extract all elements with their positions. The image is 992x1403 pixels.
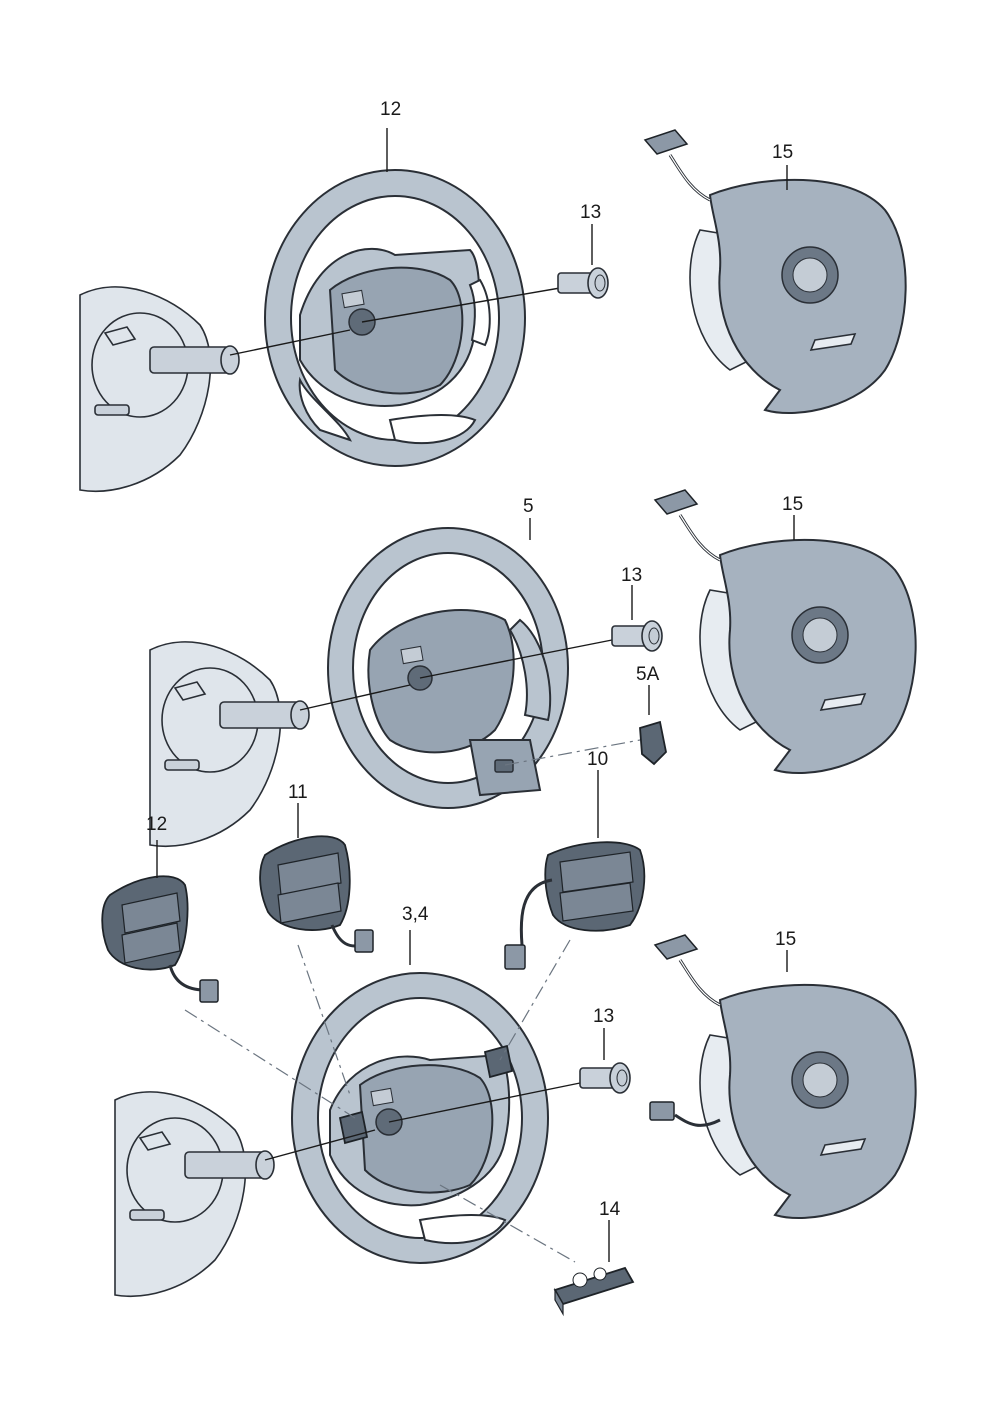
axis-line-bottom <box>264 1129 376 1161</box>
switch-unit-14 <box>553 1266 635 1317</box>
steering-column-top <box>79 286 240 493</box>
bolt-13-mid <box>611 620 663 652</box>
axis-line-mid <box>299 684 411 711</box>
callout-5-wheel: 5 <box>523 496 534 517</box>
airbag-connector-bottom <box>649 1101 675 1121</box>
callout-13-bottom: 13 <box>593 1006 615 1027</box>
bolt-13-bottom <box>579 1062 631 1094</box>
airbag-15-bottom <box>653 933 918 1220</box>
dash-switch-14 <box>439 1184 576 1263</box>
callout-13-mid: 13 <box>621 565 643 586</box>
callout-11-switch: 11 <box>288 782 308 803</box>
airbag-cable-bottom <box>674 1113 721 1127</box>
callout-15-mid: 15 <box>782 494 804 515</box>
callout-15-bottom: 15 <box>775 929 797 950</box>
steering-wheel-12 <box>264 169 526 467</box>
callout-12-switch: 12 <box>146 814 168 835</box>
axis-line-top <box>229 329 351 356</box>
multifunction-switch-10 <box>504 841 646 970</box>
steering-column-bottom <box>114 1091 275 1298</box>
callout-10-switch: 10 <box>587 749 609 770</box>
callout-13-top: 13 <box>580 202 602 223</box>
dash-switch-12 <box>184 1009 356 1119</box>
callout-12-wheel: 12 <box>380 99 402 120</box>
airbag-15-mid <box>653 488 918 775</box>
callout-5a-cap: 5A <box>636 664 660 685</box>
bolt-13-top <box>557 267 609 299</box>
dash-switch-10 <box>499 939 571 1061</box>
callout-14-switch: 14 <box>599 1199 621 1220</box>
dash-5a <box>504 739 641 766</box>
multifunction-switch-11 <box>259 835 374 953</box>
callout-3-4-wheel: 3,4 <box>402 904 429 925</box>
steering-wheel-3-4 <box>291 972 549 1264</box>
axis-line-bolt-top <box>361 287 561 323</box>
airbag-15-top <box>643 128 908 415</box>
cap-5a <box>639 720 667 766</box>
axis-line-bolt-mid <box>419 639 613 679</box>
callout-15-top: 15 <box>772 142 794 163</box>
steering-column-mid <box>149 641 310 848</box>
axis-line-bolt-bottom <box>388 1082 581 1123</box>
steering-wheel-5 <box>327 527 569 809</box>
multifunction-switch-12 <box>101 875 219 1003</box>
